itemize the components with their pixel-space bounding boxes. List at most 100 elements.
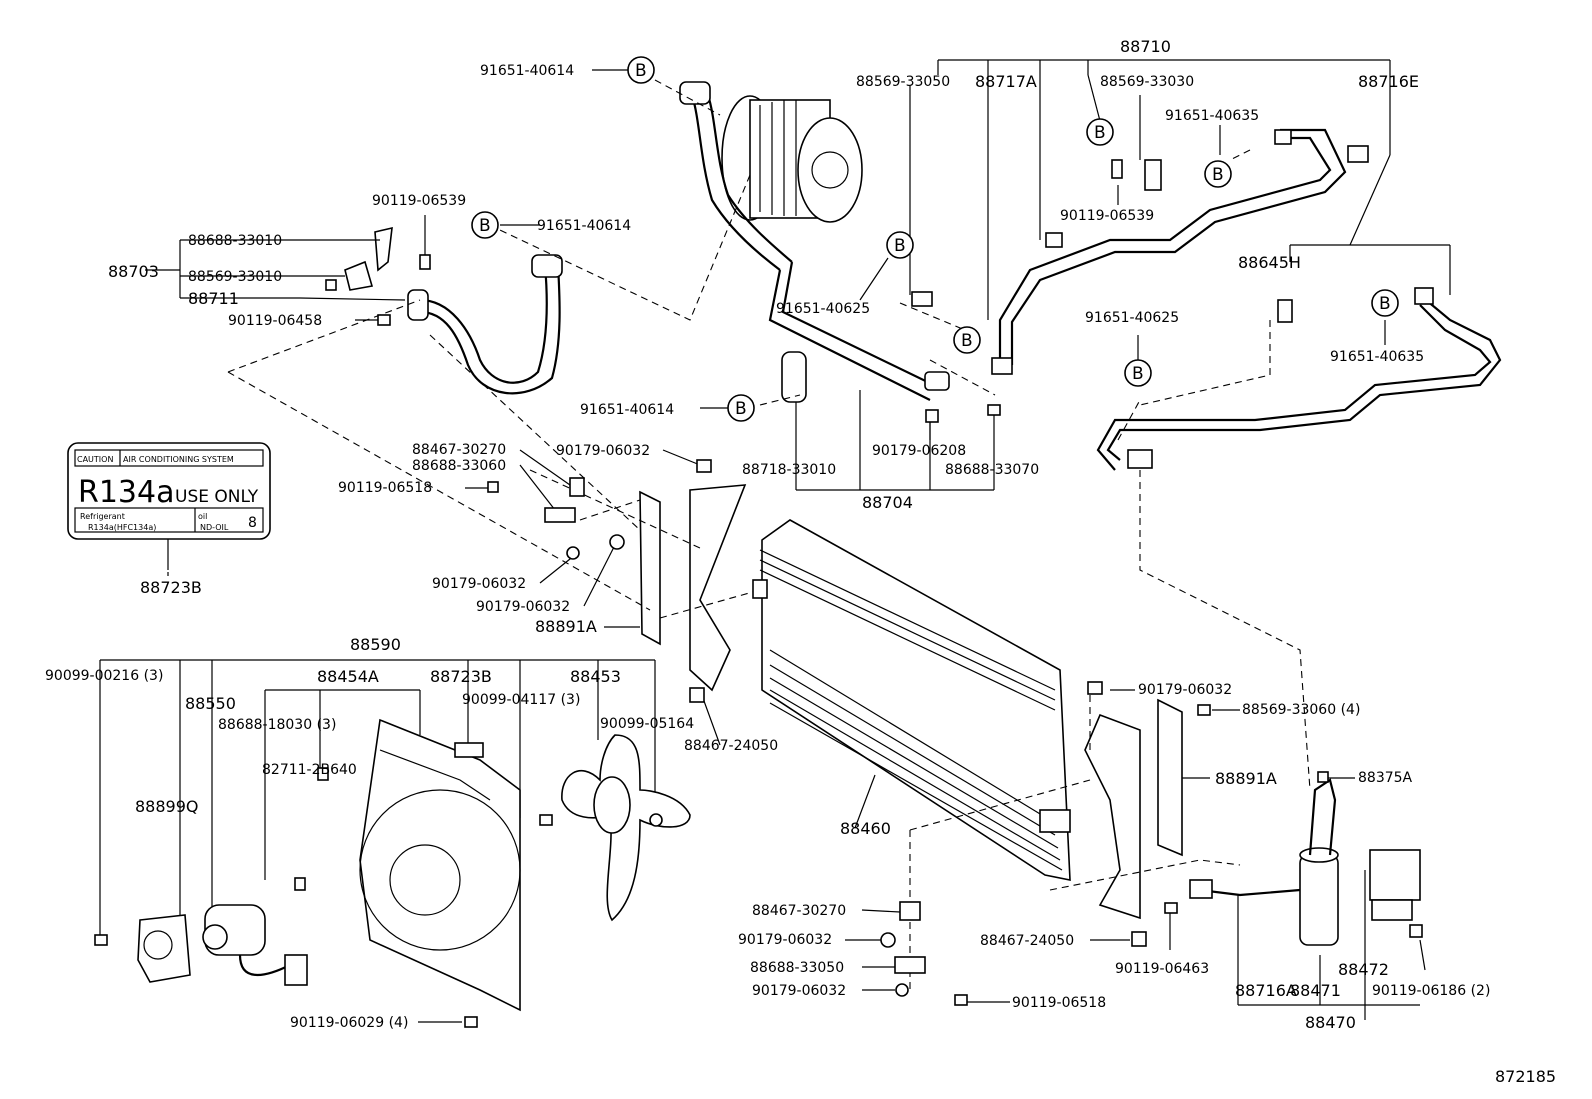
discharge-hose-88711: [407, 254, 563, 395]
bracket-88703: [145, 226, 393, 299]
callout-b-9: B: [727, 394, 755, 422]
compressor: [721, 95, 863, 223]
label-88550: 88550: [185, 694, 236, 713]
label-88717A: 88717A: [975, 72, 1037, 91]
callout-b-2: B: [471, 211, 499, 239]
label-88723B-fan: 88723B: [430, 667, 492, 686]
label-90119-06458: 90119-06458: [228, 313, 322, 329]
bracket-88710: [937, 59, 1451, 320]
label-88711: 88711: [188, 289, 239, 308]
caution-label: [67, 442, 271, 570]
label-88569-33010: 88569-33010: [188, 269, 282, 285]
label-88590: 88590: [350, 635, 401, 654]
fan-shroud-88454A: [359, 718, 521, 1012]
label-90099-00216: 90099-00216 (3): [45, 668, 163, 684]
label-90119-06539-left: 90119-06539: [372, 193, 466, 209]
caution-refrigerant-word: Refrigerant: [80, 512, 125, 521]
label-88467-30270-top: 88467-30270: [412, 442, 506, 458]
svg-text:B: B: [1379, 294, 1391, 314]
callout-b-4: B: [953, 326, 981, 354]
bracket-88891A-right: [1084, 698, 1183, 920]
label-88569-33030: 88569-33030: [1100, 74, 1194, 90]
label-90179-06032-d: 90179-06032: [1138, 682, 1232, 698]
label-90179-06032-f: 90179-06032: [752, 983, 846, 999]
leader-lines: [167, 69, 1426, 1023]
suction-hose: [679, 81, 950, 401]
pipe-88645H: [1096, 287, 1502, 471]
bracket-88704: [781, 351, 1001, 491]
label-90099-04117: 90099-04117 (3): [462, 692, 580, 708]
label-88460: 88460: [840, 819, 891, 838]
label-88569-33050: 88569-33050: [856, 74, 950, 90]
svg-text:B: B: [1094, 123, 1106, 143]
caution-word: CAUTION: [77, 455, 113, 464]
svg-text:B: B: [894, 236, 906, 256]
label-91651-40625-right: 91651-40625: [1085, 310, 1179, 326]
label-90119-06518-left: 90119-06518: [338, 480, 432, 496]
caution-oil-grade: 8: [248, 515, 257, 531]
label-88453: 88453: [570, 667, 621, 686]
callout-b-5: B: [1086, 118, 1114, 146]
label-88645H: 88645H: [1238, 253, 1301, 272]
callout-b-7: B: [1371, 289, 1399, 317]
label-91651-40625-mid: 91651-40625: [776, 301, 870, 317]
label-88716E: 88716E: [1358, 72, 1419, 91]
label-90179-06032-e: 90179-06032: [738, 932, 832, 948]
caution-use-only: USE ONLY: [175, 487, 259, 507]
label-88891A-left: 88891A: [535, 617, 597, 636]
label-91651-40635-top: 91651-40635: [1165, 108, 1259, 124]
label-91651-40635-right: 91651-40635: [1330, 349, 1424, 365]
callout-b-6: B: [1204, 160, 1232, 188]
label-91651-40614-top: 91651-40614: [480, 63, 574, 79]
callout-b-1: B: [627, 56, 655, 84]
caution-oil-word: oil: [198, 512, 207, 521]
label-88467-30270-low: 88467-30270: [752, 903, 846, 919]
bracket-88470: [1237, 870, 1420, 1020]
svg-text:B: B: [479, 216, 491, 236]
condenser-88460: [759, 519, 1071, 881]
liquid-pipe-88716E: [991, 128, 1369, 375]
label-90179-06208: 90179-06208: [872, 443, 966, 459]
label-91651-40614-mid: 91651-40614: [537, 218, 631, 234]
label-90119-06186: 90119-06186 (2): [1372, 983, 1490, 999]
label-88688-33050: 88688-33050: [750, 960, 844, 976]
receiver-88470: [1189, 778, 1421, 946]
label-88688-33060: 88688-33060: [412, 458, 506, 474]
label-88467-24050-top: 88467-24050: [684, 738, 778, 754]
label-90119-06518-low: 90119-06518: [1012, 995, 1106, 1011]
label-88375A: 88375A: [1358, 770, 1413, 786]
diagram-id: 872185: [1495, 1067, 1556, 1086]
label-90179-06032-b: 90179-06032: [432, 576, 526, 592]
label-90119-06029: 90119-06029 (4): [290, 1015, 408, 1031]
label-88703: 88703: [108, 262, 159, 281]
fasteners: [94, 159, 1423, 1028]
caution-refrigerant-code: R134a: [78, 475, 175, 510]
label-88569-33060-4: 88569-33060 (4): [1242, 702, 1360, 718]
label-88710: 88710: [1120, 37, 1171, 56]
caution-refrigerant-type: R134a(HFC134a): [88, 523, 156, 532]
label-90179-06032-a: 90179-06032: [556, 443, 650, 459]
label-82711-2B640: 82711-2B640: [262, 762, 357, 778]
bracket-88891A-left: [639, 484, 747, 692]
svg-text:B: B: [1212, 165, 1224, 185]
caution-system: AIR CONDITIONING SYSTEM: [123, 455, 234, 464]
label-88891A-right: 88891A: [1215, 769, 1277, 788]
label-88454A: 88454A: [317, 667, 379, 686]
label-90119-06539-right: 90119-06539: [1060, 208, 1154, 224]
label-88704: 88704: [862, 493, 913, 512]
svg-text:B: B: [961, 331, 973, 351]
label-88471: 88471: [1290, 981, 1341, 1000]
label-88688-33010: 88688-33010: [188, 233, 282, 249]
fan-blade-88453: [561, 734, 691, 922]
label-90099-05164: 90099-05164: [600, 716, 694, 732]
label-88467-24050-low: 88467-24050: [980, 933, 1074, 949]
label-88716A: 88716A: [1235, 981, 1297, 1000]
dashed-guides: [227, 79, 1311, 990]
label-90179-06032-c: 90179-06032: [476, 599, 570, 615]
label-90119-06463: 90119-06463: [1115, 961, 1209, 977]
label-88688-18030: 88688-18030 (3): [218, 717, 336, 733]
label-91651-40614-low: 91651-40614: [580, 402, 674, 418]
label-88718-33010: 88718-33010: [742, 462, 836, 478]
svg-text:B: B: [735, 399, 747, 419]
